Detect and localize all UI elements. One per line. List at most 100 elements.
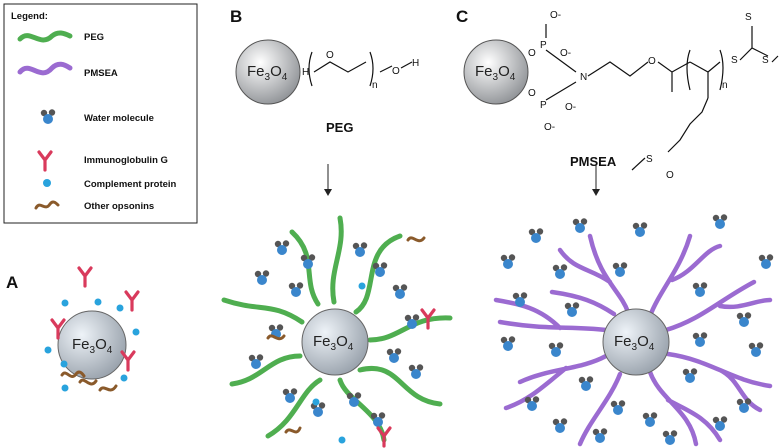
water-molecule-icon — [736, 312, 752, 327]
opsonin-icon — [78, 378, 98, 386]
pmsea-o-minus-bottom2: O- — [565, 102, 576, 113]
immunoglobulin-g-icon — [77, 266, 93, 288]
pmsea-o-minus-top2: O- — [560, 48, 571, 59]
pmsea-chain-icon — [647, 369, 723, 447]
pmsea-n: N — [580, 72, 587, 83]
pmsea-chain-icon — [503, 353, 609, 411]
water-molecule-icon — [248, 354, 264, 369]
legend-complement-label: Complement protein — [84, 179, 177, 190]
peg-n: n — [372, 80, 378, 91]
water-molecule-icon — [288, 282, 304, 297]
fe3o4-core — [235, 39, 301, 105]
water-molecule-icon — [254, 270, 270, 285]
peg-structure: Fe3O4 H O n O H PEG — [235, 39, 419, 135]
complement-protein-icon — [60, 360, 68, 368]
water-molecule-icon — [392, 284, 408, 299]
legend-title: Legend: — [11, 11, 48, 22]
water-molecule-icon — [500, 336, 516, 351]
opsonin-icon — [98, 384, 118, 392]
panel-label-a: A — [6, 273, 18, 292]
pmsea-o-minus-bottom: O- — [544, 122, 555, 133]
pmsea-chain-icon — [647, 233, 723, 319]
complement-protein-icon — [312, 398, 320, 406]
pmsea-chain-icon — [17, 61, 73, 76]
pmsea-chain-icon — [663, 279, 773, 333]
pmsea-o-minus-top: O- — [550, 10, 561, 21]
opsonin-icon — [406, 236, 426, 243]
water-molecule-icon — [692, 282, 708, 297]
legend: Legend: PEG PMSEA Water molecule Immunog… — [3, 3, 198, 224]
water-molecule-icon — [528, 228, 544, 243]
panel-b-illustration: Fe3O4 — [221, 215, 453, 448]
water-molecule-icon — [736, 398, 752, 413]
pmsea-structure: Fe3O4 O- P O O- N P O O- O- O n S S S S … — [463, 10, 779, 181]
peg-chain-icon — [17, 30, 73, 43]
water-molecule-icon — [548, 342, 564, 357]
complement-protein-icon — [338, 436, 346, 444]
water-molecule-icon — [572, 218, 588, 233]
legend-peg-label: PEG — [84, 32, 104, 43]
peg-chain-icon — [357, 365, 443, 407]
complement-protein-icon — [116, 304, 124, 312]
fe3o4-core — [57, 310, 127, 380]
pmsea-s1: S — [731, 55, 738, 66]
water-molecule-icon — [408, 364, 424, 379]
peg-h-end: H — [412, 58, 419, 69]
pmsea-bonds-left — [545, 24, 649, 101]
peg-chains — [221, 215, 453, 443]
panel-label-c: C — [456, 7, 468, 26]
legend-water-label: Water molecule — [84, 113, 154, 124]
water-molecule-icon — [274, 240, 290, 255]
bracket-left — [308, 51, 313, 87]
opsonin-icon — [284, 426, 302, 434]
peg-chain-icon — [265, 377, 323, 439]
core-label: Fe3O4 — [614, 333, 655, 353]
water-molecule-icon — [712, 214, 728, 229]
pmsea-p-bottom: P — [540, 100, 547, 111]
peg-chain-icon — [353, 233, 403, 315]
pmsea-n-sub: n — [722, 80, 728, 91]
pmsea-tail-bonds — [739, 26, 779, 63]
panel-label-b: B — [230, 7, 242, 26]
pmsea-chain-icon — [577, 371, 623, 447]
pmsea-o-sulfoxide: O — [666, 170, 674, 181]
peg-chain-icon — [367, 315, 453, 343]
arrow-pmsea — [592, 164, 600, 196]
water-molecule-icon — [282, 388, 298, 403]
complement-protein-icon — [61, 299, 69, 307]
water-molecule-icon — [712, 416, 728, 431]
core-label: Fe3O4 — [313, 333, 354, 353]
pmsea-chain-icon — [557, 233, 631, 315]
complement-protein-icon — [358, 282, 366, 290]
arrow-peg — [324, 164, 332, 196]
opsonin-icon — [266, 334, 286, 341]
water-molecule-icon — [642, 412, 658, 427]
peg-end-bond — [379, 65, 393, 73]
pmsea-s-sulfoxide: S — [646, 154, 653, 165]
core-label: Fe3O4 — [247, 63, 288, 83]
pmsea-chain-icon — [665, 351, 773, 413]
water-molecule-icon — [552, 264, 568, 279]
water-molecule-icon — [682, 368, 698, 383]
water-molecule-icon — [552, 418, 568, 433]
pmsea-chains — [493, 233, 773, 447]
fe3o4-core — [301, 308, 369, 376]
water-molecule-icon — [592, 428, 608, 443]
immunoglobulin-g-icon — [120, 350, 136, 372]
peg-o-chain: O — [326, 50, 334, 61]
pmsea-chain-icon — [493, 297, 609, 333]
peg-chain-icon — [221, 297, 305, 325]
complement-protein-icon — [120, 374, 128, 382]
complement-protein-icon — [44, 346, 52, 354]
opsonin-icon — [34, 200, 60, 210]
pmsea-o-top: O — [528, 48, 536, 59]
complement-protein-icon — [94, 298, 102, 306]
water-molecule-icon — [352, 242, 368, 257]
water-molecule-icon — [524, 396, 540, 411]
legend-opsonin-label: Other opsonins — [84, 201, 154, 212]
water-molecule-icon — [662, 430, 678, 445]
water-molecule-icon — [578, 376, 594, 391]
water-molecule-icon — [610, 400, 626, 415]
